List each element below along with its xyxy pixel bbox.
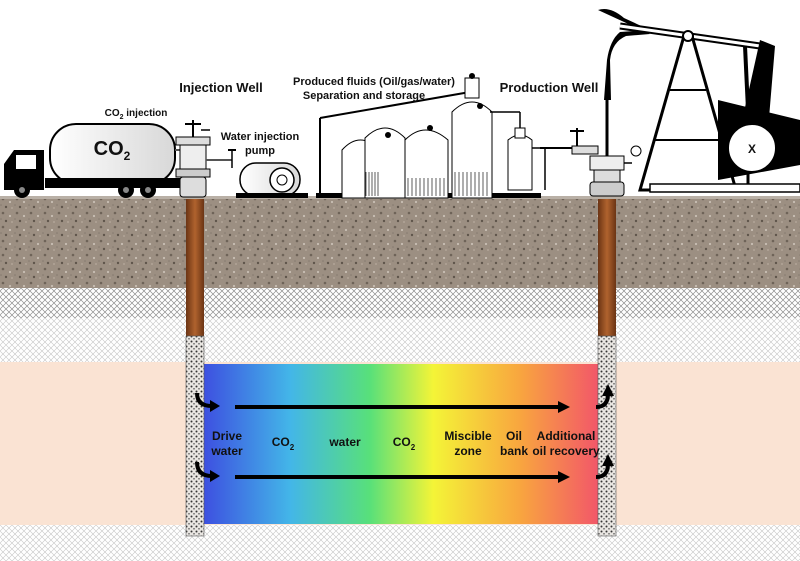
gravel-layer xyxy=(0,198,800,288)
production-wellbore xyxy=(597,196,617,537)
co2-injection-label: CO2 injection xyxy=(105,108,168,121)
separation-label-line2: Separation and storage xyxy=(303,90,425,102)
injection-wellhead xyxy=(175,120,236,198)
zone-miscible-line2: zone xyxy=(454,444,482,458)
pump-jack xyxy=(598,9,800,193)
production-well-label: Production Well xyxy=(500,80,599,95)
co2-truck xyxy=(4,123,188,198)
injection-well-label: Injection Well xyxy=(179,80,263,95)
zone-additional-line2: oil recovery xyxy=(532,444,600,458)
inject-turn-arrow-bottom xyxy=(195,461,213,478)
produce-turn-arrow-bottom xyxy=(595,463,610,479)
zone-water: water xyxy=(328,435,361,449)
light-hatched-layer xyxy=(0,318,800,362)
zone-co2-second: CO2 xyxy=(393,435,416,452)
water-pump-label-line1: Water injection xyxy=(221,131,300,143)
pump-jack-mark: X xyxy=(748,142,756,156)
water-pump-label-line2: pump xyxy=(245,145,275,157)
zone-miscible-line1: Miscible xyxy=(444,429,492,443)
separation-label-line1: Produced fluids (Oil/gas/water) xyxy=(293,76,455,88)
injection-wellbore xyxy=(185,196,205,537)
water-injection-pump xyxy=(236,162,308,198)
flood-gradient xyxy=(203,364,600,524)
zone-co2-first: CO2 xyxy=(272,435,295,452)
zone-additional-line1: Additional xyxy=(537,429,596,443)
production-wellhead xyxy=(570,100,642,197)
zone-oil-bank-line1: Oil xyxy=(506,429,522,443)
hatched-layer xyxy=(0,288,800,318)
zone-drive-water-line2: water xyxy=(210,444,243,458)
produce-turn-arrow-top xyxy=(595,393,610,409)
inject-turn-arrow-top xyxy=(195,392,213,408)
truck-co2-label: CO2 xyxy=(94,138,131,163)
bottom-hatched-layer xyxy=(0,525,800,561)
zone-drive-water-line1: Drive xyxy=(212,429,242,443)
flow-arrows xyxy=(195,384,614,483)
zone-oil-bank-line2: bank xyxy=(500,444,528,458)
separation-facility xyxy=(316,73,590,199)
